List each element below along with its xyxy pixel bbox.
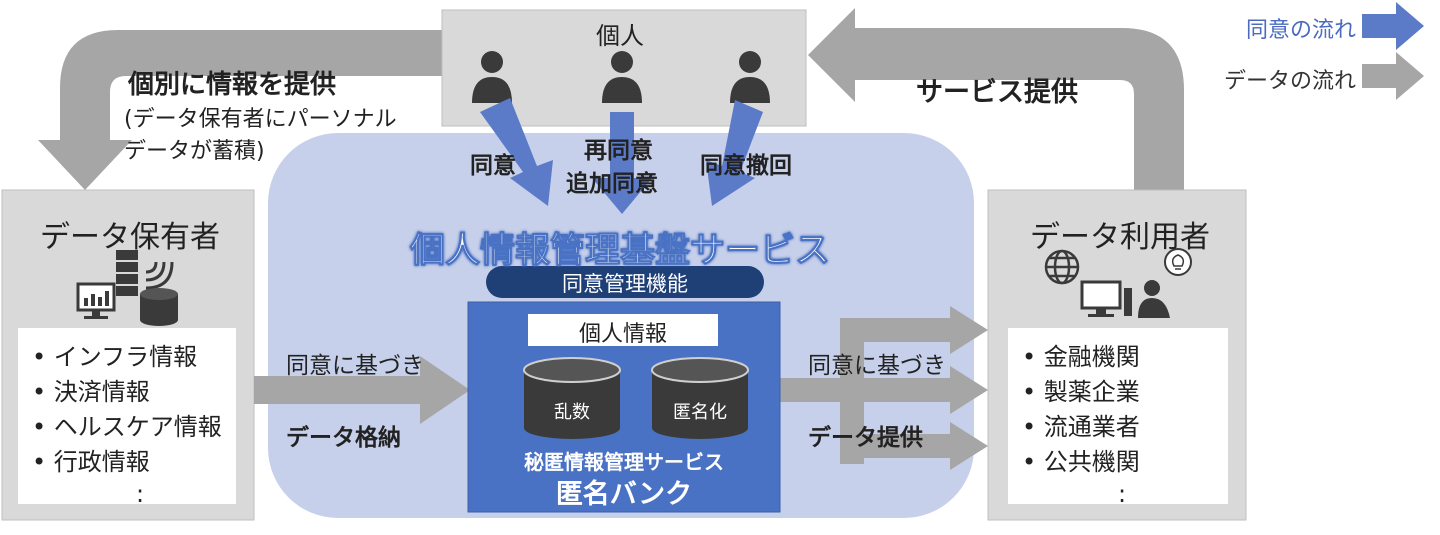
provide-info-note: (データ保有者にパーソナルデータが蓄積) xyxy=(124,107,397,164)
list-item: • インフラ情報 xyxy=(32,343,198,371)
consent-mgmt-label: 同意管理機能 xyxy=(562,272,688,296)
database-icon xyxy=(140,288,178,326)
provide-basis-label: 同意に基づき xyxy=(808,353,946,379)
personal-info-label: 個人情報 xyxy=(578,322,667,347)
idea-bulb-icon xyxy=(1164,248,1192,276)
legend-consent-label: 同意の流れ xyxy=(1245,18,1356,43)
legend-consent-arrow xyxy=(1362,2,1424,50)
list-item: • 決済情報 xyxy=(32,378,150,406)
list-ellipsis: : xyxy=(1118,480,1127,508)
server-icon xyxy=(116,250,138,296)
random-number-db-icon xyxy=(523,357,621,439)
reconsent-label: 再同意 xyxy=(584,138,653,164)
data-store-label: データ格納 xyxy=(286,425,401,451)
list-item: • 流通業者 xyxy=(1022,413,1140,441)
withdraw-label: 同意撤回 xyxy=(700,153,792,179)
person-icon xyxy=(472,51,512,103)
data-user-list: • 金融機関 • 製薬企業 • 流通業者 • 公共機関 : xyxy=(1008,328,1228,508)
platform-title: 個人情報管理基盤サービス xyxy=(409,231,831,272)
consent-arrow xyxy=(480,98,553,206)
list-item: • ヘルスケア情報 xyxy=(32,413,222,441)
list-ellipsis: : xyxy=(136,480,145,508)
service-provide-title: サービス提供 xyxy=(916,77,1078,108)
withdraw-arrow xyxy=(706,100,763,206)
random-db-label: 乱数 xyxy=(554,402,590,423)
provide-info-arrow xyxy=(38,30,442,190)
globe-icon xyxy=(1044,249,1080,285)
list-item: • 行政情報 xyxy=(32,448,150,476)
personal-info-label-box xyxy=(528,314,718,346)
computer-icon xyxy=(1080,280,1132,317)
monitor-chart-icon xyxy=(76,282,116,319)
user-at-desk-icon xyxy=(1138,280,1170,318)
data-user-title: データ利用者 xyxy=(1030,220,1210,255)
consent-label: 同意 xyxy=(470,153,516,179)
data-provide-arrows xyxy=(780,306,988,470)
individuals-title: 個人 xyxy=(596,22,644,50)
store-basis-label: 同意に基づき xyxy=(286,353,424,379)
data-store-arrow xyxy=(254,356,470,424)
service-provide-arrow xyxy=(808,8,1184,192)
anonymize-db-label: 匿名化 xyxy=(673,402,727,423)
legend-data-arrow xyxy=(1362,52,1424,100)
data-holder-title: データ保有者 xyxy=(40,220,220,255)
list-item: • 製薬企業 xyxy=(1022,378,1140,406)
list-item: • 公共機関 xyxy=(1022,448,1140,476)
list-item: • 金融機関 xyxy=(1022,343,1140,371)
wifi-icon xyxy=(145,261,174,290)
provide-info-title: 個別に情報を提供 xyxy=(128,70,337,100)
person-icon xyxy=(730,51,770,103)
secret-service-name: 秘匿情報管理サービス xyxy=(524,450,724,474)
data-holder-list: • インフラ情報 • 決済情報 • ヘルスケア情報 • 行政情報 : xyxy=(18,328,236,508)
data-provide-label: データ提供 xyxy=(808,425,923,451)
anonymous-bank-name: 匿名バンク xyxy=(555,479,693,510)
legend-data-label: データの流れ xyxy=(1223,69,1356,94)
person-icon xyxy=(602,51,642,103)
additional-consent-label: 追加同意 xyxy=(566,171,658,197)
reconsent-arrow xyxy=(592,112,652,214)
anonymize-db-icon xyxy=(651,357,749,439)
consent-mgmt-band xyxy=(486,266,764,298)
